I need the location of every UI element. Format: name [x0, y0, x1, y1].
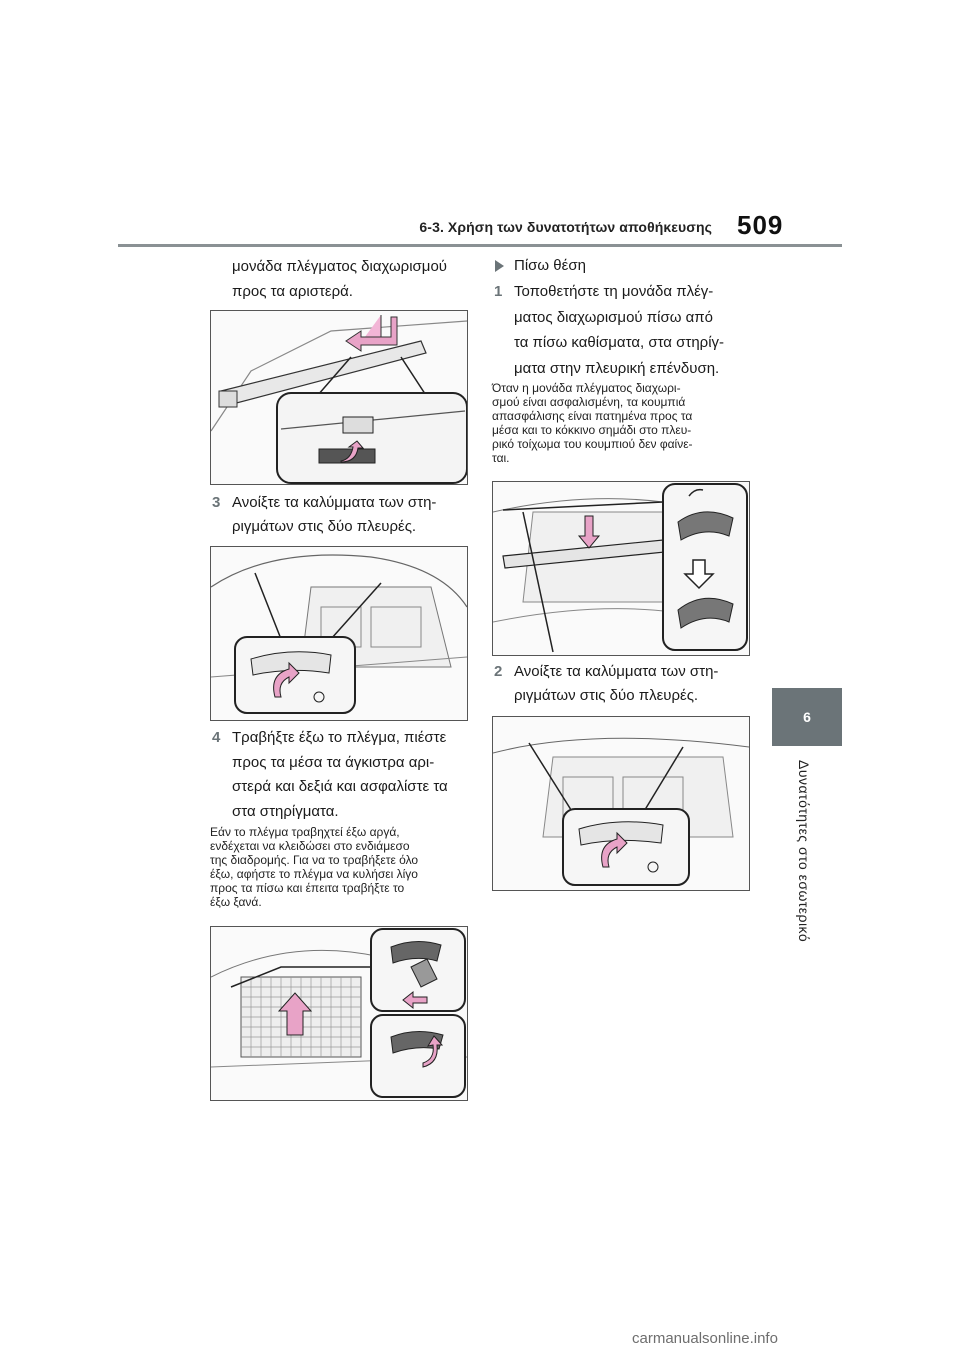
note-line: Όταν η μονάδα πλέγματος διαχωρι- [492, 381, 681, 395]
figure-open-covers-left [210, 546, 468, 721]
figure-pull-mesh-hooks [210, 926, 468, 1101]
step-2: 2 Ανοίξτε τα καλύμματα των στη- ριγμάτων… [492, 660, 750, 708]
note-line: ενδέχεται να κλειδώσει στο ενδιάμεσο [210, 839, 410, 853]
figure-open-covers-rear [492, 716, 750, 891]
arrow-up-icon [277, 992, 313, 1036]
section-title: 6-3. Χρήση των δυνατοτήτων αποθήκευσης [419, 219, 712, 235]
figure-rear-mount [492, 481, 750, 656]
step-line: τα πίσω καθίσματα, στα στηρίγ- [514, 334, 725, 351]
step-line: ριγμάτων στις δύο πλευρές. [232, 518, 417, 535]
page-number: 509 [737, 210, 784, 240]
chapter-tab: 6 [772, 688, 842, 746]
watermark: carmanualsonline.info [632, 1330, 778, 1347]
step-line: στα στηρίγματα. [232, 802, 339, 820]
note-line: ρικό τοίχωμα του κουμπιού δεν φαίνε- [492, 437, 693, 451]
note-line: απασφάλισης είναι πατημένα προς τα [492, 409, 693, 423]
step-line: Ανοίξτε τα καλύμματα των στη- [514, 663, 719, 680]
note-line: έξω ξανά. [210, 895, 262, 909]
note-line: προς τα πίσω και έπειτα τραβήξτε το [210, 881, 405, 895]
position-heading: Πίσω θέση [514, 257, 586, 274]
step-line: προς τα μέσα τα άγκιστρα αρι- [232, 753, 435, 771]
step-4: 4 Τραβήξτε έξω το πλέγμα, πιέστε προς τα… [210, 726, 468, 824]
note-line: μέσα και το κόκκινο σημάδι στο πλευ- [492, 423, 692, 437]
note-line: ται. [492, 451, 510, 465]
step-line: Τοποθετήστε τη μονάδα πλέγ- [514, 283, 714, 300]
intro-text: μονάδα πλέγματος διαχωρισμού προς τα αρι… [210, 254, 468, 304]
step-number: 4 [212, 729, 221, 746]
note-line: έξω, αφήστε το πλέγμα να κυλήσει λίγο [210, 867, 418, 881]
note-line: σμού είναι ασφαλισμένη, τα κουμπιά [492, 395, 686, 409]
step-1: 1 Τοποθετήστε τη μονάδα πλέγ- ματος διαχ… [492, 279, 750, 381]
step-line: ματα στην πλευρική επένδυση. [514, 359, 720, 377]
step-line: Τραβήξτε έξω το πλέγμα, πιέστε [232, 729, 447, 746]
chapter-label: Δυνατότητες στο εσωτερικό [796, 760, 812, 943]
bullet-triangle-icon [495, 260, 504, 272]
figure-mesh-slide-left [210, 310, 468, 485]
step-number: 3 [212, 494, 221, 511]
step-line: στερά και δεξιά και ασφαλίστε τα [232, 778, 448, 795]
arrow-down-outline-icon [683, 559, 715, 590]
step-number: 1 [494, 283, 503, 300]
step-line: ριγμάτων στις δύο πλευρές. [514, 687, 699, 704]
note-pull-out: Εάν το πλέγμα τραβηχτεί έξω αργά, ενδέχε… [210, 825, 468, 909]
note-locked: Όταν η μονάδα πλέγματος διαχωρι- σμού εί… [492, 381, 750, 465]
step-number: 2 [494, 663, 503, 680]
rear-position-heading: Πίσω θέση [492, 254, 750, 278]
intro-line: μονάδα πλέγματος διαχωρισμού [232, 258, 447, 275]
intro-line: προς τα αριστερά. [232, 283, 353, 300]
step-3: 3 Ανοίξτε τα καλύμματα των στη- ριγμάτων… [210, 491, 468, 539]
note-line: Εάν το πλέγμα τραβηχτεί έξω αργά, [210, 825, 400, 839]
step-line: Ανοίξτε τα καλύμματα των στη- [232, 494, 437, 511]
note-line: της διαδρομής. Για να το τραβήξετε όλο [210, 853, 419, 867]
header-rule [118, 244, 842, 247]
step-line: ματος διαχωρισμού πίσω από [514, 308, 713, 326]
arrow-left-icon [345, 316, 398, 352]
arrow-down-icon [577, 515, 601, 549]
